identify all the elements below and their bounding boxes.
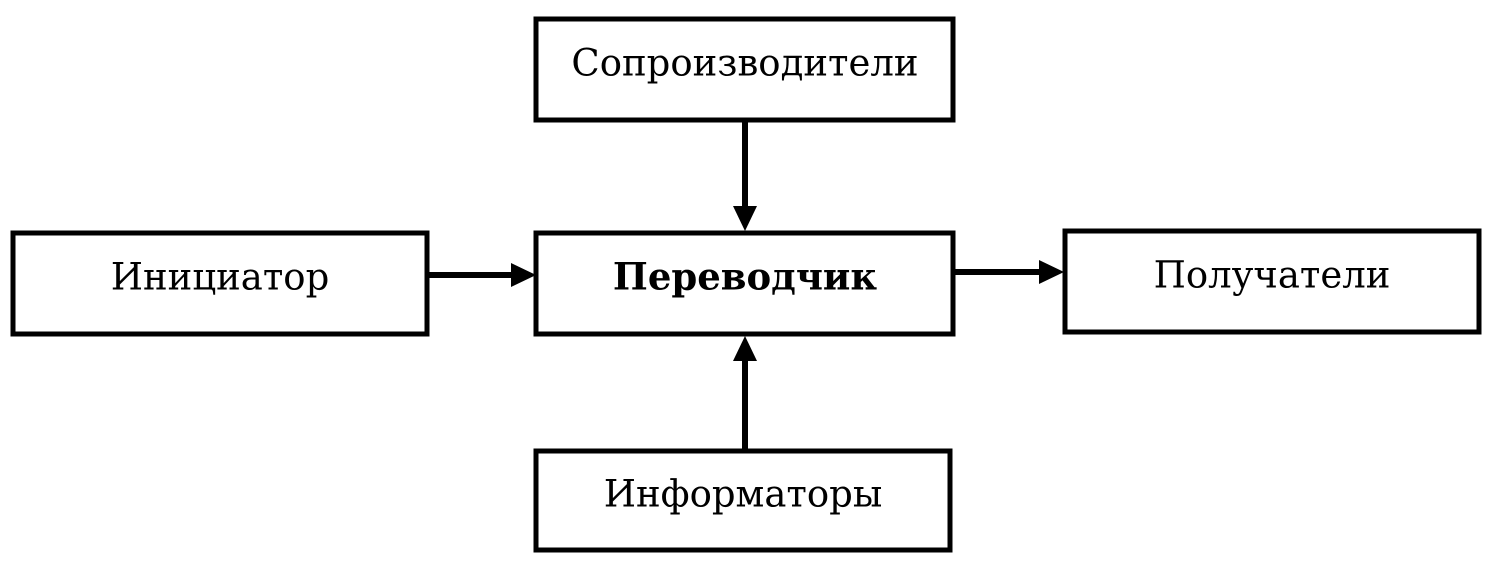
node-box — [533, 448, 953, 553]
edge-co-producers-to-translator — [733, 121, 757, 231]
node-recipients: Получатели — [1062, 228, 1482, 335]
node-label-informants: Информаторы — [604, 473, 883, 516]
arrowhead-right-icon — [1039, 260, 1064, 284]
node-initiator: Инициатор — [10, 230, 430, 337]
arrowhead-down-icon — [733, 206, 757, 231]
node-label-initiator: Инициатор — [111, 256, 330, 299]
node-box — [1062, 228, 1482, 335]
node-label-recipients: Получатели — [1154, 254, 1391, 297]
node-translator: Переводчик — [533, 230, 956, 337]
node-label-translator: Переводчик — [613, 255, 877, 299]
edge-translator-to-recipients — [953, 260, 1064, 284]
arrowhead-right-icon — [511, 263, 536, 287]
node-informants: Информаторы — [533, 448, 953, 553]
node-box — [10, 230, 430, 337]
node-label-co-producers: Сопроизводители — [571, 42, 918, 85]
arrowhead-up-icon — [733, 336, 757, 361]
connectors — [428, 121, 1064, 449]
node-box — [533, 16, 956, 123]
node-co-producers: Сопроизводители — [533, 16, 956, 123]
edge-initiator-to-translator — [428, 263, 536, 287]
edge-informants-to-translator — [733, 336, 757, 449]
node-box — [533, 230, 956, 337]
